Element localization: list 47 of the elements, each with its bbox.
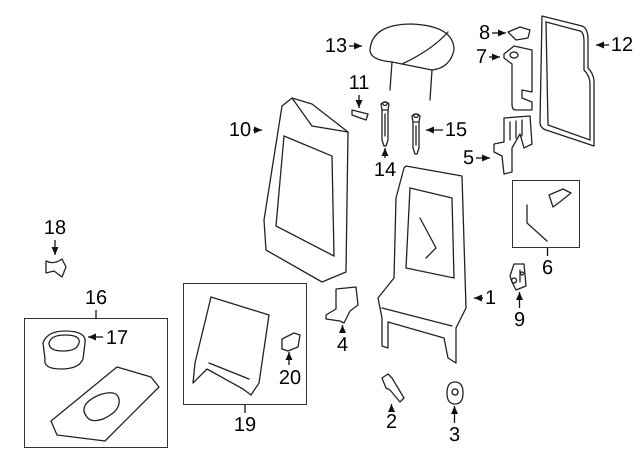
group-frame [512, 180, 580, 248]
leader-arrow [476, 154, 490, 162]
callout-number: 11 [347, 72, 371, 94]
callout-number: 18 [43, 217, 67, 239]
leader-arrow [88, 334, 103, 340]
callout-number: 5 [462, 147, 475, 169]
leader-arrow [492, 30, 506, 36]
cap-drawing [506, 24, 532, 42]
leader-arrow [489, 54, 500, 60]
callout-number: 19 [233, 414, 257, 436]
group-frame [183, 283, 307, 405]
leader-arrow [356, 95, 362, 108]
callout-number: 15 [444, 119, 468, 141]
leader-arrow [516, 292, 523, 308]
leader-line [546, 248, 548, 256]
bolt-drawing [380, 372, 406, 404]
leader-arrow [349, 42, 362, 50]
seat-back-cushion-drawing [262, 96, 350, 284]
leader-arrow [474, 294, 483, 302]
leader-arrow [286, 352, 292, 365]
callout-number: 10 [228, 119, 252, 141]
callout-number: 1 [484, 287, 497, 309]
callout-number: 16 [84, 287, 108, 309]
callout-number: 14 [373, 159, 397, 181]
leader-line [244, 405, 246, 413]
callout-number: 13 [324, 35, 348, 57]
callout-number: 9 [513, 309, 526, 331]
leader-arrow [253, 126, 262, 134]
callout-number: 8 [478, 22, 491, 44]
leader-arrow [52, 240, 58, 255]
callout-number: 20 [278, 367, 302, 389]
leader-arrow [388, 404, 395, 412]
trim-drawing [350, 108, 370, 122]
callout-number: 2 [385, 411, 398, 433]
leader-arrow [426, 126, 443, 134]
callout-number: 6 [541, 257, 554, 279]
leader-arrow [339, 325, 346, 333]
callout-number: 4 [336, 334, 349, 356]
group-frame [24, 318, 168, 448]
leader-line [95, 310, 97, 318]
leader-arrow [451, 406, 458, 423]
callout-number: 3 [448, 424, 461, 446]
leader-arrow [382, 148, 388, 158]
callout-number: 12 [610, 34, 634, 56]
callout-number: 7 [475, 46, 488, 68]
leader-arrow [596, 42, 609, 48]
callout-number: 17 [105, 327, 129, 349]
